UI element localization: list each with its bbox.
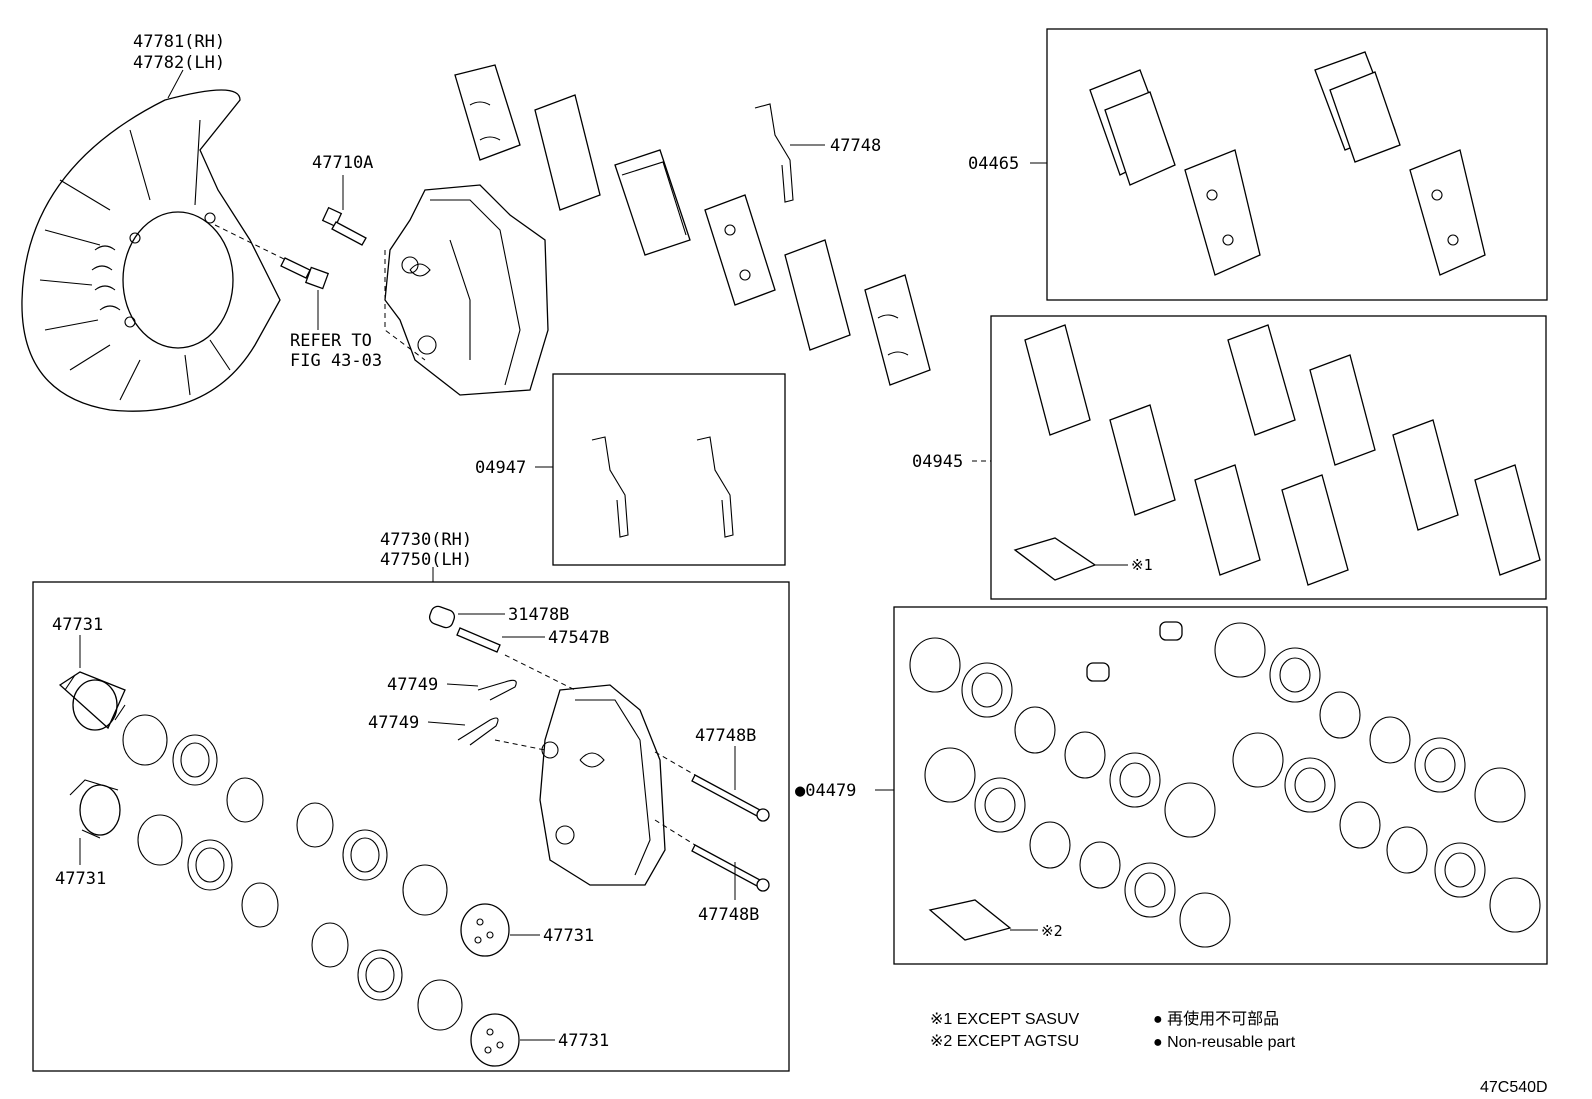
label-pad-kit-mid: 04945 [912, 452, 963, 472]
dust-shield-part [21, 89, 281, 412]
label-seal-kit: ●04479 [795, 781, 856, 801]
shield-leader [167, 69, 184, 99]
label-clip-kit: 04947 [475, 458, 526, 478]
clip-kit-clip-b [696, 436, 734, 538]
bleeder-cap-part [428, 605, 456, 629]
piston-c-part [460, 903, 510, 957]
seal-kit-parts [909, 621, 1541, 948]
label-refer-1: REFER TO [290, 331, 372, 351]
label-spring-top: 47748 [830, 136, 881, 156]
caliper-seal-rings [122, 714, 463, 1031]
clip-dash [494, 739, 546, 751]
shield-dash-line [214, 224, 291, 263]
clip-a-leader [446, 683, 479, 687]
label-bleeder: 47547B [548, 628, 609, 648]
pin-dash [654, 751, 696, 846]
pad-d-part [704, 194, 776, 306]
caliper-upper-part [384, 184, 549, 396]
label-piston-b: 47731 [55, 869, 106, 889]
pin-a-part [691, 774, 770, 822]
clip-b-leader [427, 721, 466, 726]
label-bleeder-cap: 31478B [508, 605, 569, 625]
legend-note1: ※1 EXCEPT SASUV [930, 1011, 1079, 1028]
piston-d-part [470, 1013, 520, 1067]
clip-kit-box [552, 373, 786, 566]
label-piston-a: 47731 [52, 615, 103, 635]
caliper-lower-part [539, 684, 666, 886]
clip-kit-clip-a [591, 436, 629, 538]
bleeder-dash [504, 654, 576, 691]
label-refer-2: FIG 43-03 [290, 351, 382, 371]
pad-b-part [534, 94, 601, 211]
label-mark2: ※2 [1041, 922, 1063, 940]
piston-b-part [69, 779, 121, 839]
label-caliper-rh: 47730(RH) [380, 530, 472, 550]
label-pad-kit-top: 04465 [968, 154, 1019, 174]
label-piston-d: 47731 [558, 1031, 609, 1051]
pad-e-part [784, 239, 851, 351]
label-pin-a: 47748B [695, 726, 756, 746]
seal-kit-box [893, 606, 1548, 965]
pad-c-part [614, 149, 691, 256]
bleeder-part [456, 627, 501, 653]
pin-b-part [691, 844, 770, 892]
legend-note2: ※2 EXCEPT AGTSU [930, 1033, 1079, 1050]
pad-kit-mid-box [990, 315, 1547, 600]
label-clip-a: 47749 [387, 675, 438, 695]
label-clip-b: 47749 [368, 713, 419, 733]
caliper-assembly-box [32, 581, 790, 1072]
legend-en: ● Non-reusable part [1153, 1034, 1296, 1051]
figure-code: 47C540D [1480, 1079, 1548, 1096]
label-pin-b: 47748B [698, 905, 759, 925]
label-caliper-lh: 47750(LH) [380, 550, 472, 570]
spring-top-part [754, 103, 794, 203]
pad-f-part [864, 274, 931, 386]
label-mark1: ※1 [1131, 556, 1153, 574]
clip-a-part [477, 679, 517, 701]
pad-kit-top-box [1046, 28, 1548, 301]
pad-kit-mid-parts [1013, 324, 1541, 586]
legend-jp: ● 再使用不可部品 [1153, 1010, 1279, 1028]
label-piston-c: 47731 [543, 926, 594, 946]
label-shield-rh: 47781(RH) [133, 32, 225, 52]
pad-a-part [454, 64, 521, 161]
label-shield-lh: 47782(LH) [133, 53, 225, 73]
clip-b-part [457, 717, 499, 746]
shield-bolt-part [280, 257, 330, 290]
label-bolt: 47710A [312, 153, 373, 173]
pad-kit-top-parts [1089, 51, 1486, 276]
bolt-part [321, 206, 367, 246]
piston-a-part [58, 671, 126, 731]
